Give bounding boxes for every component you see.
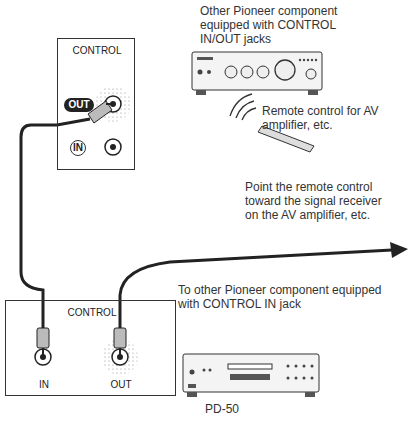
panel-title: CONTROL <box>68 307 117 319</box>
amplifier-illustration <box>192 52 322 95</box>
jack-label: IN <box>70 140 86 156</box>
plug <box>114 328 126 355</box>
remote-label: Remote control for AV amplifier, etc. <box>262 104 407 132</box>
panel-title: CONTROL <box>73 45 122 57</box>
instruction-note: Point the remote control toward the sign… <box>245 180 385 222</box>
jack <box>105 96 121 155</box>
signal-waves <box>230 94 256 120</box>
control-cable <box>21 125 57 300</box>
jack <box>35 349 128 365</box>
destination-label: To other Pioneer component equipped with… <box>178 283 398 311</box>
arrowhead <box>390 242 408 258</box>
control-panel: CONTROL IN OUT <box>5 300 176 396</box>
plug <box>37 300 49 355</box>
jack-label: OUT <box>64 98 93 112</box>
model-name: PD-50 <box>205 402 265 416</box>
control-panel: CONTROL OUT IN <box>57 38 135 170</box>
jack-label: IN <box>39 379 49 391</box>
player-illustration <box>183 354 319 397</box>
component-label: Other Pioneer component equipped with CO… <box>200 4 370 46</box>
jack-label: OUT <box>110 379 131 391</box>
